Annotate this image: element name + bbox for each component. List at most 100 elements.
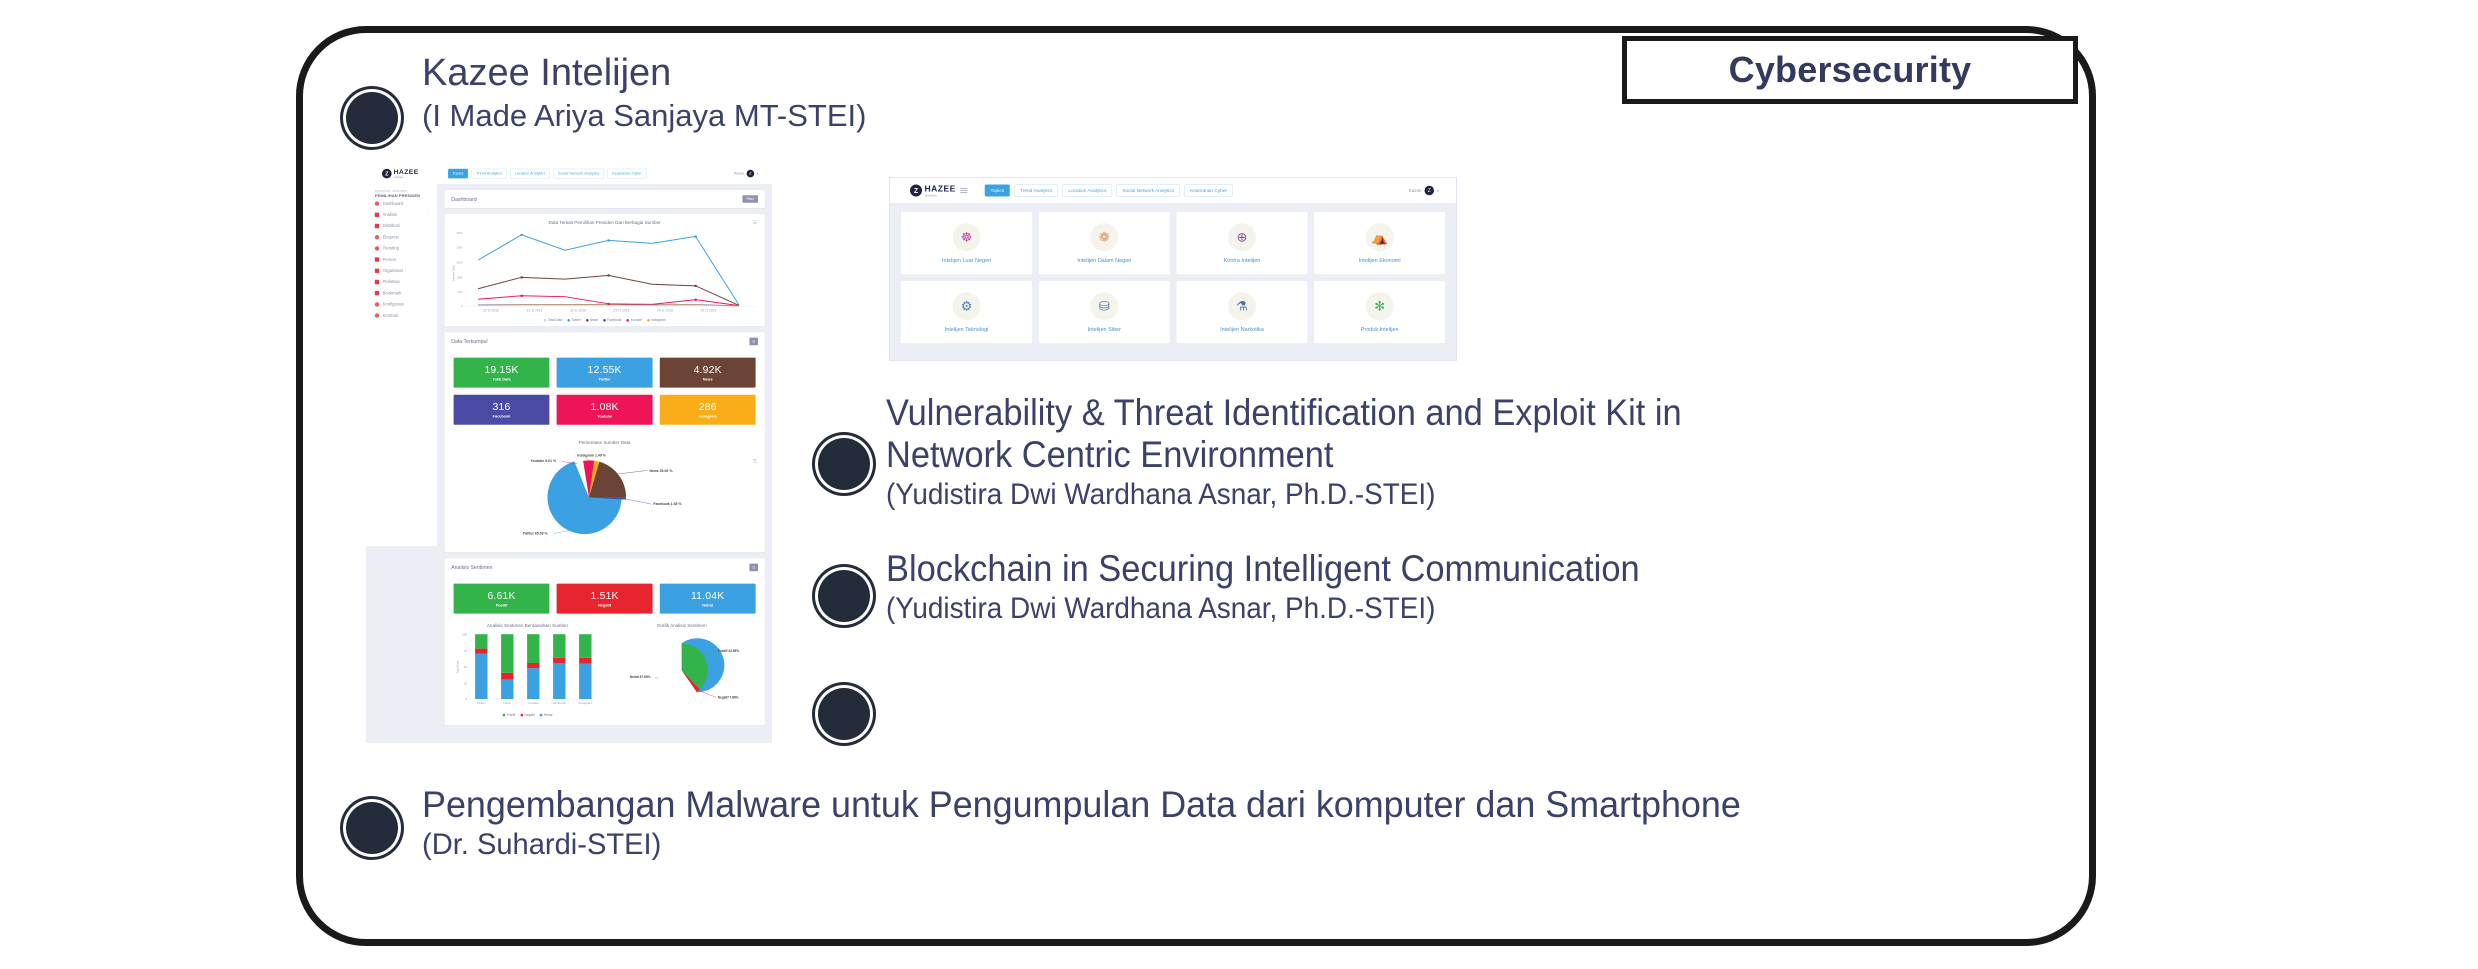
nav-tab-keamanan-cyber[interactable]: Keamanan Cyber [607,168,647,179]
collected-section-title: Data Terkumpul [451,338,488,345]
nav-tab-social-network-analytics[interactable]: Social Network Analytics [1116,184,1180,197]
dashboard-nav-tabs: Topics Trend Analytics Location Analytic… [448,168,647,179]
nav-tab-trend-analytics[interactable]: Trend Analytics [471,168,507,179]
sidebar-item-bookmark[interactable]: Bookmark [374,288,437,299]
topic-card-label: Intelijen Ekonomi [1358,256,1401,263]
kpi-value: 316 [492,401,511,413]
avatar[interactable]: Z [1424,185,1434,196]
svg-text:21-11-2018: 21-11-2018 [527,308,543,312]
kpi-youtube: 1.08K Youtube [556,394,653,425]
emoji-icon [374,235,380,240]
sidebar-item-analisis[interactable]: Analisis › [374,209,437,220]
nav-tab-keamanan-cyber[interactable]: Keamanan Cyber [1184,184,1233,197]
svg-text:75: 75 [464,649,468,653]
sidebar-item-peristiwa[interactable]: Peristiwa [374,276,437,287]
sentiment-pie-svg: Positif 34.59% Negatif 7.86% Netral 57.6… [630,638,739,700]
filter-button[interactable]: Filter [742,195,758,203]
dashboard-icon [374,201,380,206]
entry-vulnerability: Vulnerability & Threat Identification an… [886,392,1742,513]
distribution-icon [374,223,380,229]
sidebar-item-person[interactable]: Person [374,254,437,265]
entry-blockchain-title: Blockchain in Securing Intelligent Commu… [886,548,1640,589]
sentiment-card: Analisis Sentimen ☷ 6.61K Positif 1.51K … [444,558,765,726]
kpi-value: 4.92K [693,363,722,376]
sidebar-item-organisasi[interactable]: Organisasi [374,265,437,276]
sidebar-item-distribusi[interactable]: Distribusi [374,220,437,231]
svg-text:23-11-2018: 23-11-2018 [613,308,629,312]
svg-text:Twitter 65.53 %: Twitter 65.53 % [523,531,549,535]
brand-mark-icon: Z [382,168,392,179]
bullet-empty [818,688,870,740]
kpi-facebook: 316 Facebook [453,394,550,425]
kpi-value: 6.61K [487,589,516,602]
sidebar-item-dashboard[interactable]: Dashboard [374,198,437,209]
brand-name: HAZEE [924,183,956,194]
legend-item: Facebook [603,318,621,322]
line-chart-svg: 2500 2000 1500 1000 500 0 Jumlah Data [452,231,755,312]
bullet-blockchain [818,570,870,622]
entry-kazee-title: Kazee Intelijen [422,52,672,94]
globe-icon: ☸ [952,223,981,252]
grid-toggle-button[interactable]: ☷ [749,337,758,346]
menu-icon[interactable] [960,188,968,193]
chart-icon [374,212,380,217]
kpi-netral: 11.04K Netral [659,583,756,614]
legend-item: Instagram [647,318,665,322]
sidebar-item-label: Ekspresi [382,234,399,240]
kpi-value: 1.51K [590,589,619,602]
topic-card-intelijen-narkotika[interactable]: ⚗ Intelijen Narkotika [1176,281,1308,344]
svg-text:50: 50 [464,665,468,669]
money-icon: ⛺ [1365,223,1394,252]
collected-data-card: Data Terkumpul ☷ 19.15K Total Data 12.55… [444,332,765,553]
topic-card-kontra-intelijen[interactable]: ⊕ Kontra Intelijen [1176,212,1308,275]
sentiment-charts-row: Analisis Sentimen Berdasarkan Sumber 100… [444,623,764,725]
nav-tab-topics[interactable]: Topics [984,184,1010,197]
kpi-negatif: 1.51K Negatif [556,583,653,614]
svg-text:0: 0 [465,697,467,701]
source-pie-plot: Instagram 1.49 % Youtube 5.61 % News 25.… [444,445,764,552]
sidebar-item-ekspresi[interactable]: Ekspresi [374,232,437,243]
dashboard-user-area[interactable]: Kazee Z ▾ [734,169,758,178]
kpi-label: News [702,377,713,382]
avatar[interactable]: Z [746,169,755,178]
sidebar-item-kembali[interactable]: Kembali [374,310,437,321]
category-tag-label: Cybersecurity [1728,49,1972,90]
nav-tab-location-analytics[interactable]: Location Analytics [510,168,550,179]
nav-tab-topics[interactable]: Topics [448,168,468,179]
legend-item: Twitter [567,318,581,322]
screenshot-dashboard: Z HAZEE intelijen Topics Trend Analytics… [366,163,772,743]
source-pie-svg: Instagram 1.49 % Youtube 5.61 % News 25.… [523,453,683,535]
topic-card-label: Intelijen Teknologi [944,325,989,332]
kpi-label: Positif [495,603,508,608]
topic-card-intelijen-siber[interactable]: ⛁ Intelijen Siber [1038,281,1170,344]
line-chart-title: Data Terkait Pemilihan Presiden Dari Ber… [548,220,661,226]
topic-card-produk-intelijen[interactable]: ✻ Produk Intelijen [1314,281,1446,344]
chevron-down-icon[interactable]: ▾ [756,171,758,175]
dashboard-main: Dashboard Filter Data Terkait Pemilihan … [437,184,772,731]
sidebar-item-label: Kembali [382,313,398,318]
svg-text:News 25.69 %: News 25.69 % [649,469,673,473]
entry-kazee: Kazee Intelijen (I Made Ariya Sanjaya MT… [422,52,866,134]
topic-card-label: Kontra Intelijen [1223,256,1261,263]
bullet-vulnerability [818,438,870,490]
topics-nav-tabs: Topics Trend Analytics Location Analytic… [984,184,1233,197]
kpi-value: 12.55K [587,363,622,376]
legend-item: Netral [539,713,552,717]
sidebar-item-trending[interactable]: Trending [374,243,437,254]
chevron-down-icon[interactable]: ▾ [1436,188,1439,193]
svg-text:Facebook: Facebook [553,701,567,705]
topic-card-intelijen-luar-negeri[interactable]: ☸ Intelijen Luar Negeri [901,212,1033,275]
chart-menu-icon[interactable]: ☰ [752,220,757,225]
chart-menu-icon[interactable]: ☰ [752,458,757,464]
topics-user-area[interactable]: Kazee Z ▾ [1409,185,1439,196]
sidebar-item-konfigurasi[interactable]: Konfigurasi [374,299,437,310]
topic-card-intelijen-ekonomi[interactable]: ⛺ Intelijen Ekonomi [1314,212,1446,275]
chevron-right-icon[interactable]: › [427,213,429,217]
topic-card-intelijen-teknologi[interactable]: ⚙ Intelijen Teknologi [901,281,1033,344]
nav-tab-trend-analytics[interactable]: Trend Analytics [1014,184,1059,197]
grid-toggle-button[interactable]: ☷ [749,563,758,572]
nav-tab-location-analytics[interactable]: Location Analytics [1062,184,1113,197]
topic-card-intelijen-dalam-negeri[interactable]: ❁ Intelijen Dalam Negeri [1038,212,1170,275]
nav-tab-social-network-analytics[interactable]: Social Network Analytics [553,168,605,179]
brand-mark-icon: Z [910,184,922,197]
